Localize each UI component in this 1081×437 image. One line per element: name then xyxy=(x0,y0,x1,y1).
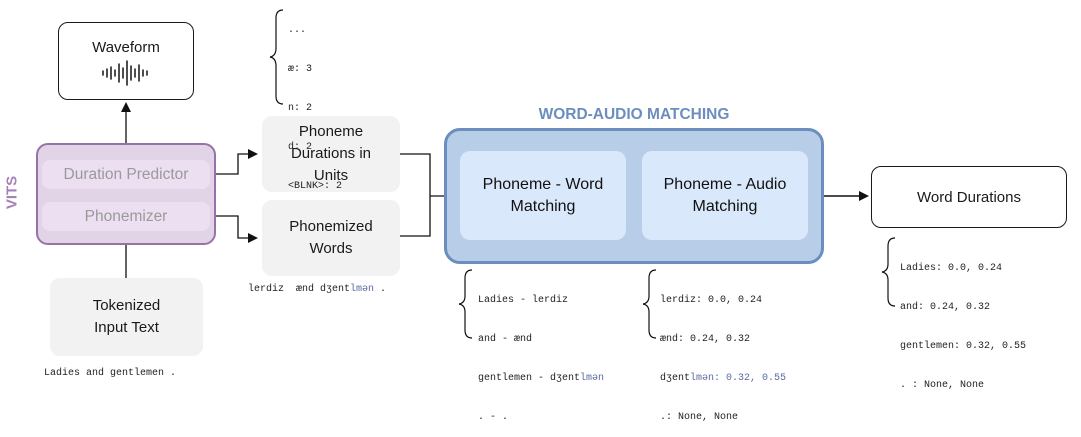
waveform-box: Waveform xyxy=(58,22,194,100)
duration-predictor: Duration Predictor xyxy=(42,160,210,189)
duration-value: æ: 3 xyxy=(288,64,313,75)
phoneme-word-matching-line2: Matching xyxy=(510,197,576,215)
word-durations-list: Ladies: 0.0, 0.24 and: 0.24, 0.32 gentle… xyxy=(900,238,1026,405)
word-duration: Ladies: 0.0, 0.24 xyxy=(900,263,1003,274)
word-pair: . - . xyxy=(478,412,509,423)
phonemized-words-line1: Phonemized xyxy=(289,218,373,235)
phonemized-main: lerdiz ænd dʒent xyxy=(248,284,351,295)
audio-time: dʒentlmən: 0.32, 0.55 xyxy=(660,373,787,384)
phoneme-word-matching: Phoneme - Word Matching xyxy=(460,151,626,240)
phoneme-word-matching-line1: Phoneme - Word xyxy=(482,175,604,193)
word-pair: and - ænd xyxy=(478,334,533,345)
phoneme-audio-matching-line1: Phoneme - Audio xyxy=(663,175,787,193)
phonemized-end: . xyxy=(374,284,387,295)
phoneme-audio-matching: Phoneme - Audio Matching xyxy=(642,151,808,240)
tokenized-input-example: Ladies and gentlemen . xyxy=(44,368,177,379)
phonemized-words-box: Phonemized Words xyxy=(262,200,400,276)
word-duration: . : None, None xyxy=(900,380,985,391)
word-pair: gentlemen - dʒentlmən xyxy=(478,373,605,384)
phoneme-audio-matching-line2: Matching xyxy=(692,197,758,215)
phoneme-durations-line1: Phoneme xyxy=(298,123,364,140)
word-durations-box: Word Durations xyxy=(871,166,1067,228)
audio-time: .: None, None xyxy=(660,412,739,423)
waveform-label: Waveform xyxy=(92,38,160,56)
audio-time: lerdiz: 0.0, 0.24 xyxy=(660,295,763,306)
duration-value: d: 2 xyxy=(288,142,313,153)
phonemized-words-line2: Words xyxy=(309,240,353,257)
word-duration: and: 0.24, 0.32 xyxy=(900,302,991,313)
word-duration: gentlemen: 0.32, 0.55 xyxy=(900,341,1027,352)
duration-value: n: 2 xyxy=(288,103,313,114)
matching-title: WORD-AUDIO MATCHING xyxy=(538,106,730,123)
word-pair: Ladies - lerdiz xyxy=(478,295,569,306)
waveform-icon xyxy=(102,59,148,86)
tokenized-input-line1: Tokenized xyxy=(92,297,161,314)
tokenized-input-box: Tokenized Input Text xyxy=(50,278,203,356)
tokenized-input-line2: Input Text xyxy=(94,319,159,336)
phoneme-durations-box: Phoneme Durations in Units xyxy=(262,116,400,192)
phonemized-highlight: lmən xyxy=(350,284,375,295)
vits-label: VITS xyxy=(3,175,21,210)
phonemized-words-example: lerdiz ænd dʒentlmən . xyxy=(248,284,386,295)
word-pairs-list: Ladies - lerdiz and - ænd gentlemen - dʒ… xyxy=(478,270,604,437)
phoneme-durations-line2: Durations in xyxy=(290,145,372,162)
phoneme-durations-line3: Units xyxy=(313,167,349,184)
duration-value: ... xyxy=(288,25,307,36)
audio-time: ænd: 0.24, 0.32 xyxy=(660,334,751,345)
audio-times-list: lerdiz: 0.0, 0.24 ænd: 0.24, 0.32 dʒentl… xyxy=(660,270,786,437)
duration-value: <BLNK>: 2 xyxy=(288,181,343,192)
phonemizer: Phonemizer xyxy=(42,202,210,231)
word-durations-label: Word Durations xyxy=(917,188,1021,206)
